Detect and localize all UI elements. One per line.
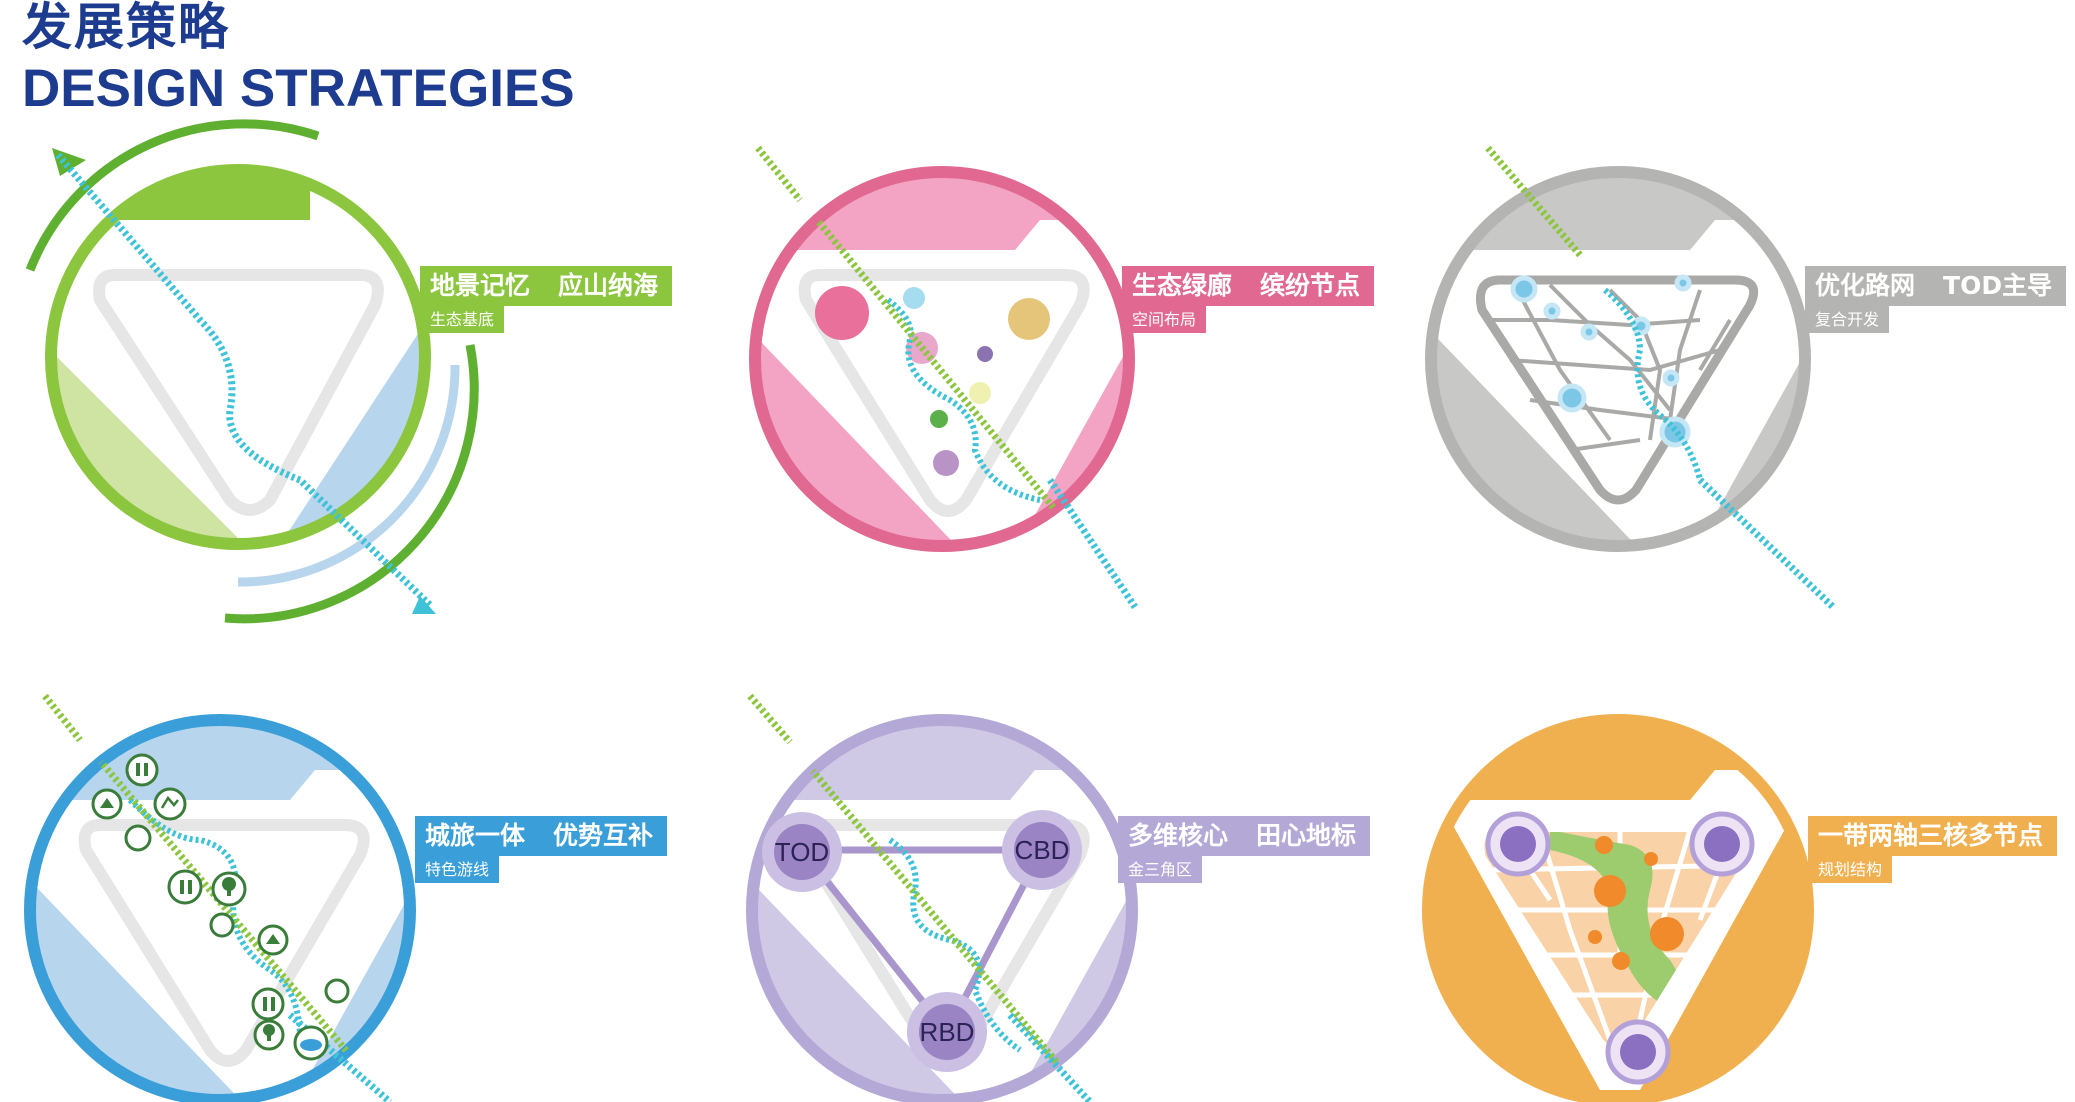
tourism-title-a: 城旅一体 [425, 821, 526, 850]
layout-diagram [749, 145, 1138, 609]
strategy-panel-tourism: 城旅一体优势互补 特色游线 [0, 670, 720, 1102]
cores-title-b: 田心地标 [1256, 821, 1357, 850]
roads-subtitle: 复合开发 [1805, 306, 1890, 333]
title-english: DESIGN STRATEGIES [22, 59, 575, 118]
cores-subtitle: 金三角区 [1118, 856, 1203, 883]
tourism-title-b: 优势互补 [553, 821, 654, 850]
tourism-diagram [24, 693, 416, 1102]
cores-diagram: TOD CBD RBD [746, 693, 1138, 1102]
tourism-subtitle: 特色游线 [415, 856, 500, 883]
strategy-panel-layout: 生态绿廊缤纷节点 空间布局 [720, 120, 1410, 640]
rbd-node-label: RBD [920, 1017, 975, 1047]
ecology-title-a: 地景记忆 [430, 271, 531, 300]
structure-diagram [1422, 714, 1814, 1102]
layout-subtitle: 空间布局 [1122, 306, 1207, 333]
cores-title-a: 多维核心 [1128, 821, 1229, 850]
strategy-panel-cores: TOD CBD RBD 多维核心田心地标 金三角区 [720, 670, 1410, 1102]
roads-diagram [1425, 145, 1836, 610]
structure-title: 一带两轴三核多节点 [1808, 816, 2058, 856]
tourism-title: 城旅一体优势互补 [415, 816, 668, 856]
layout-title-a: 生态绿廊 [1132, 271, 1233, 300]
ecology-title: 地景记忆应山纳海 [420, 266, 673, 306]
cbd-node-label: CBD [1015, 835, 1070, 865]
strategy-panel-structure: 一带两轴三核多节点 规划结构 [1400, 670, 2075, 1102]
title-chinese: 发展策略 [22, 0, 230, 56]
roads-title: 优化路网 TOD主导 [1805, 266, 2067, 306]
strategy-panel-ecology: 地景记忆应山纳海 生态基底 [0, 119, 720, 640]
ecology-diagram [25, 119, 479, 624]
ecology-subtitle: 生态基底 [420, 306, 505, 333]
tod-node-label: TOD [775, 837, 829, 867]
cores-title: 多维核心田心地标 [1118, 816, 1371, 856]
structure-subtitle: 规划结构 [1808, 856, 1893, 883]
roads-title-b: TOD主导 [1943, 271, 2053, 300]
strategy-panel-roads: 优化路网 TOD主导 复合开发 [1400, 120, 2075, 640]
roads-title-a: 优化路网 [1815, 271, 1916, 300]
ecology-title-b: 应山纳海 [558, 271, 659, 300]
structure-title-a: 一带两轴三核多节点 [1818, 821, 2044, 850]
layout-title-b: 缤纷节点 [1260, 271, 1361, 300]
layout-title: 生态绿廊缤纷节点 [1122, 266, 1375, 306]
